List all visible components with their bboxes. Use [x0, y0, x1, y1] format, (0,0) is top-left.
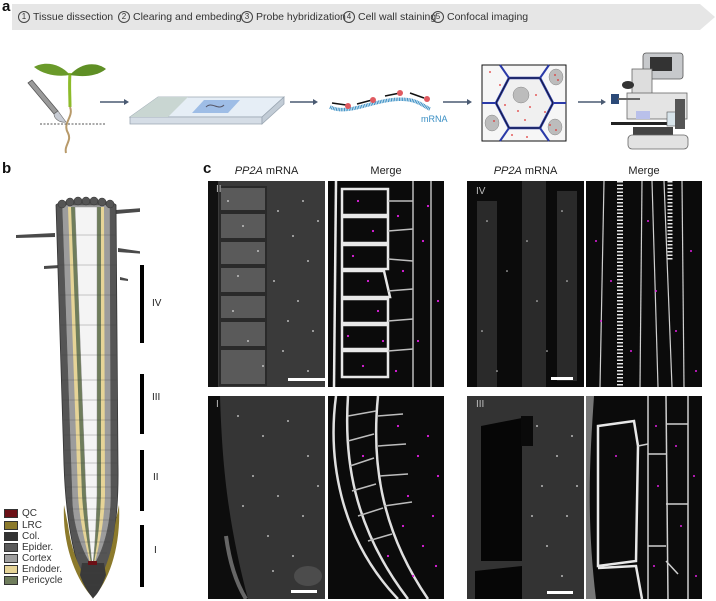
legend-swatch — [4, 576, 18, 585]
root-hairs — [16, 208, 140, 281]
column-title-pp2a-right: PP2A mRNA — [467, 165, 584, 177]
seedling-icon — [34, 63, 106, 154]
legend-label: Col. — [22, 531, 40, 542]
step-number-4: 4 — [343, 11, 355, 23]
legend-swatch — [4, 554, 18, 563]
legend-label: QC — [22, 508, 37, 519]
step-number-3: 3 — [241, 11, 253, 23]
zone-bar-iii — [140, 374, 144, 434]
confocal-microscope-icon — [611, 52, 689, 150]
workflow-step-5: 5 Confocal imaging — [432, 11, 528, 23]
scale-bar — [551, 377, 573, 380]
step-label-5: Confocal imaging — [447, 11, 529, 23]
micrograph-zone-i-mrna: I — [208, 396, 325, 599]
stained-cells-icon — [481, 64, 567, 142]
gene-name: PP2A — [234, 165, 263, 177]
micrograph-zone-iv-merge — [586, 181, 702, 387]
legend-swatch — [4, 565, 18, 574]
legend-item-endodermis: Endoder. — [4, 564, 62, 575]
scale-bar — [547, 591, 573, 594]
zone-label-ii: II — [216, 184, 222, 195]
legend-label: Endoder. — [22, 564, 63, 575]
micrograph-zone-iv-mrna: IV — [467, 181, 584, 387]
zone-label-ii: II — [153, 472, 159, 483]
arrow-right-icon — [290, 99, 318, 105]
legend-label: LRC — [22, 520, 43, 531]
step-label-1: Tissue dissection — [33, 11, 114, 23]
legend-item-lrc: LRC — [4, 520, 42, 531]
glass-slide-icon — [128, 96, 286, 125]
step-number-1: 1 — [18, 11, 30, 23]
micrograph-zone-ii-mrna: II — [208, 181, 325, 387]
step-number-5: 5 — [432, 11, 444, 23]
step-label-4: Cell wall staining — [358, 11, 437, 23]
micrograph-zone-i-merge — [328, 396, 444, 599]
banner-arrow-shape — [12, 4, 715, 30]
zone-label-iii: III — [152, 392, 161, 403]
step-label-2: Clearing and embeding — [133, 11, 242, 23]
zone-bar-i — [140, 525, 144, 587]
column-title-pp2a-left: PP2A mRNA — [208, 165, 325, 177]
legend-item-qc: QC — [4, 508, 37, 519]
arrow-right-icon — [578, 99, 606, 105]
legend-label: Cortex — [22, 553, 52, 564]
legend-swatch — [4, 521, 18, 530]
legend-label: Pericycle — [22, 575, 63, 586]
workflow-step-1: 1 Tissue dissection — [18, 11, 113, 23]
legend-item-epidermis: Epider. — [4, 542, 53, 553]
scale-bar — [291, 590, 317, 593]
workflow-step-4: 4 Cell wall staining — [343, 11, 436, 23]
root-tip-diagram — [16, 196, 140, 599]
micrograph-zone-iii-merge — [586, 396, 702, 599]
mrna-label: mRNA — [421, 114, 448, 124]
title-suffix: mRNA — [521, 165, 558, 177]
arrow-right-icon — [443, 99, 472, 105]
step-number-2: 2 — [118, 11, 130, 23]
zone-label-i: I — [154, 545, 157, 556]
panel-label-a: a — [2, 0, 11, 15]
legend-swatch — [4, 532, 18, 541]
micrograph-zone-ii-merge — [328, 181, 444, 387]
legend-swatch — [4, 543, 18, 552]
legend-label: Epider. — [22, 542, 54, 553]
legend-item-col: Col. — [4, 531, 40, 542]
zone-label-iv: IV — [476, 186, 486, 197]
scale-bar — [288, 378, 325, 381]
zone-label-iii: III — [476, 399, 485, 410]
column-title-merge-right: Merge — [628, 165, 660, 177]
title-suffix: mRNA — [262, 165, 299, 177]
scalpel-icon — [27, 79, 67, 123]
column-title-merge-left: Merge — [370, 165, 402, 177]
zone-bar-ii — [140, 450, 144, 511]
step-label-3: Probe hybridization — [256, 11, 346, 23]
legend-item-pericycle: Pericycle — [4, 575, 63, 586]
arrow-right-icon — [100, 99, 129, 105]
workflow-illustrations: mRNA — [27, 52, 689, 154]
legend-item-cortex: Cortex — [4, 553, 51, 564]
panel-label-b: b — [2, 160, 12, 177]
gene-name: PP2A — [493, 165, 522, 177]
zone-label-i: I — [216, 399, 219, 410]
panel-label-c: c — [203, 160, 212, 177]
workflow-banner: 1 Tissue dissection 2 Clearing and embed… — [12, 4, 715, 30]
zone-label-iv: IV — [152, 298, 162, 309]
micrograph-zone-iii-mrna: III — [467, 396, 584, 599]
probe-mrna-icon: mRNA — [329, 90, 448, 124]
legend-swatch — [4, 509, 18, 518]
workflow-step-2: 2 Clearing and embeding — [118, 11, 242, 23]
workflow-step-3: 3 Probe hybridization — [241, 11, 346, 23]
zone-bar-iv — [140, 265, 144, 343]
